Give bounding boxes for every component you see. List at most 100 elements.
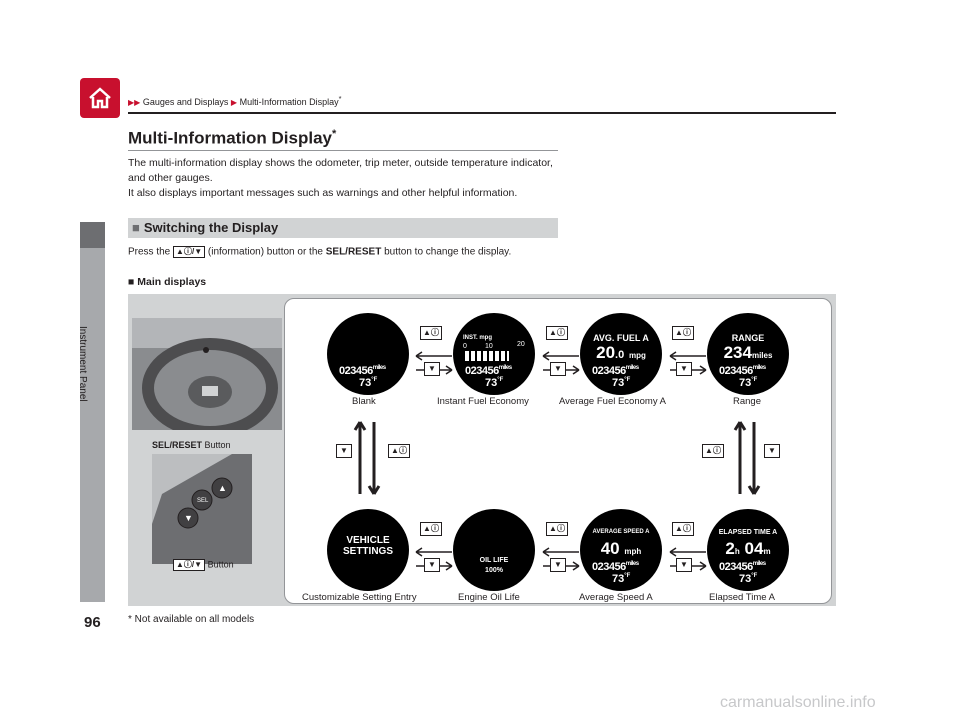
info-up-key-icon: ▲ⓘ xyxy=(420,522,442,536)
display-instant-fuel: INST. mpg 0 10 20 023456miles 73°F xyxy=(453,313,535,395)
elapsed-title: ELAPSED TIME A xyxy=(718,529,778,536)
down-key-icon: ▼ xyxy=(424,362,440,376)
oil-life-value: 100% xyxy=(485,567,503,574)
caption-oil-life: Engine Oil Life xyxy=(458,592,520,603)
temperature-readout: 73°F xyxy=(612,573,631,585)
page-title: Multi-Information Display* xyxy=(128,128,336,149)
arrow-left-icon xyxy=(542,547,579,557)
info-up-key-icon: ▲ⓘ xyxy=(420,326,442,340)
odometer-readout: 023456miles xyxy=(592,561,639,573)
inst-bar-graph xyxy=(465,351,509,361)
arrow-left-icon xyxy=(415,547,452,557)
home-icon xyxy=(89,87,111,109)
odometer-readout: 023456miles xyxy=(719,561,766,573)
inst-scale-10: 10 xyxy=(485,343,493,350)
info-up-key-icon: ▲ⓘ xyxy=(672,326,694,340)
caption-avg-fuel: Average Fuel Economy A xyxy=(559,396,667,407)
footnote: * Not available on all models xyxy=(128,614,255,625)
info-button-icon: ▲ⓘ/▼ xyxy=(173,559,206,571)
caption-instant-fuel: Instant Fuel Economy xyxy=(437,396,529,407)
header-rule xyxy=(128,112,836,114)
press-instruction: Press the ▲ⓘ/▼ (information) button or t… xyxy=(128,246,511,258)
sidebar-tab xyxy=(80,222,105,602)
svg-text:SEL: SEL xyxy=(197,498,209,504)
info-up-key-icon: ▲ⓘ xyxy=(546,326,568,340)
square-bullet-icon: ■ xyxy=(132,220,140,235)
down-key-icon: ▼ xyxy=(676,362,692,376)
down-key-icon: ▼ xyxy=(550,362,566,376)
title-rule xyxy=(128,150,558,151)
arrow-left-icon xyxy=(669,351,706,361)
display-range: RANGE 234miles 023456miles 73°F xyxy=(707,313,789,395)
square-bullet-icon: ■ xyxy=(128,276,138,288)
breadcrumb-star: * xyxy=(338,94,342,103)
breadcrumb-link-gauges[interactable]: Gauges and Displays xyxy=(142,97,229,107)
caption-range: Range xyxy=(733,396,761,407)
intro-line-2: It also displays important messages such… xyxy=(128,187,518,199)
down-key-icon: ▼ xyxy=(676,558,692,572)
range-title: RANGE xyxy=(731,333,765,343)
arrow-left-icon xyxy=(415,351,452,361)
sidebar-label: Instrument Panel xyxy=(77,326,88,402)
odometer-readout: 023456miles xyxy=(592,365,639,377)
info-button-label: ▲ⓘ/▼ Button xyxy=(173,559,234,571)
display-avg-speed-a: AVERAGE SPEED A 40 mph 023456miles 73°F xyxy=(580,509,662,591)
down-key-icon: ▼ xyxy=(764,444,780,458)
sel-reset-button-label: SEL/RESET Button xyxy=(152,440,231,450)
home-button[interactable] xyxy=(80,78,120,118)
temperature-readout: 73°F xyxy=(739,573,758,585)
page-title-text: Multi-Information Display xyxy=(128,128,332,148)
press-middle: (information) button or the xyxy=(207,246,323,258)
inst-mpg-title: INST. mpg xyxy=(463,335,493,341)
temperature-readout: 73°F xyxy=(739,377,758,389)
press-after: button to change the display. xyxy=(384,246,512,258)
caption-vehicle-settings: Customizable Setting Entry xyxy=(302,592,417,603)
info-button-icon: ▲ⓘ/▼ xyxy=(173,246,206,258)
odometer-readout: 023456miles xyxy=(465,365,512,377)
odometer-readout: 023456miles xyxy=(719,365,766,377)
avg-speed-title: AVERAGE SPEED A xyxy=(592,529,650,535)
breadcrumb-arrow-icon: ▶ xyxy=(230,98,238,107)
down-key-icon: ▼ xyxy=(550,558,566,572)
arrow-left-icon xyxy=(669,547,706,557)
inst-scale-20: 20 xyxy=(517,341,525,348)
main-displays-heading: ■ Main displays xyxy=(128,276,207,288)
watermark: carmanualsonline.info xyxy=(720,694,876,711)
avg-fuel-value: 20.0 mpg xyxy=(596,343,646,362)
inst-scale-0: 0 xyxy=(463,343,467,350)
page-title-star: * xyxy=(332,128,337,140)
steering-wheel-photo xyxy=(132,318,282,430)
display-avg-fuel-a: AVG. FUEL A 20.0 mpg 023456miles 73°F xyxy=(580,313,662,395)
info-up-key-icon: ▲ⓘ xyxy=(388,444,410,458)
intro-line-1: The multi-information display shows the … xyxy=(128,157,553,184)
intro-text: The multi-information display shows the … xyxy=(128,156,568,201)
temperature-readout: 73°F xyxy=(359,377,378,389)
svg-text:▲: ▲ xyxy=(218,483,227,493)
info-up-key-icon: ▲ⓘ xyxy=(702,444,724,458)
display-elapsed-time-a: ELAPSED TIME A 2h 04m 023456miles 73°F xyxy=(707,509,789,591)
caption-avg-speed: Average Speed A xyxy=(579,592,653,603)
svg-text:▼: ▼ xyxy=(184,513,193,523)
breadcrumb-link-mid[interactable]: Multi-Information Display xyxy=(239,97,339,107)
oil-life-title: OIL LIFE xyxy=(479,557,509,564)
elapsed-value: 2h 04m xyxy=(725,539,771,558)
display-vehicle-settings: VEHICLE SETTINGS xyxy=(327,509,409,591)
breadcrumb-arrow-icon: ▶▶ xyxy=(128,98,141,107)
press-before: Press the xyxy=(128,246,171,258)
breadcrumb: ▶▶ Gauges and Displays ▶ Multi-Informati… xyxy=(128,94,342,107)
vehicle-settings-title: VEHICLE SETTINGS xyxy=(342,535,393,557)
sidebar-tab-marker xyxy=(80,222,105,248)
range-value: 234miles xyxy=(723,343,773,362)
page-number: 96 xyxy=(84,614,101,631)
temperature-readout: 73°F xyxy=(485,377,504,389)
temperature-readout: 73°F xyxy=(612,377,631,389)
display-blank: 023456miles 73°F xyxy=(327,313,409,395)
display-oil-life: OIL LIFE 100% xyxy=(453,509,535,591)
down-key-icon: ▼ xyxy=(336,444,352,458)
odometer-readout: 023456miles xyxy=(339,365,386,377)
info-up-key-icon: ▲ⓘ xyxy=(546,522,568,536)
button-closeup-photo: SEL ▲ ▼ xyxy=(152,454,252,564)
section-heading: ■Switching the Display xyxy=(128,218,558,238)
caption-elapsed-time: Elapsed Time A xyxy=(709,592,776,603)
arrow-left-icon xyxy=(542,351,579,361)
